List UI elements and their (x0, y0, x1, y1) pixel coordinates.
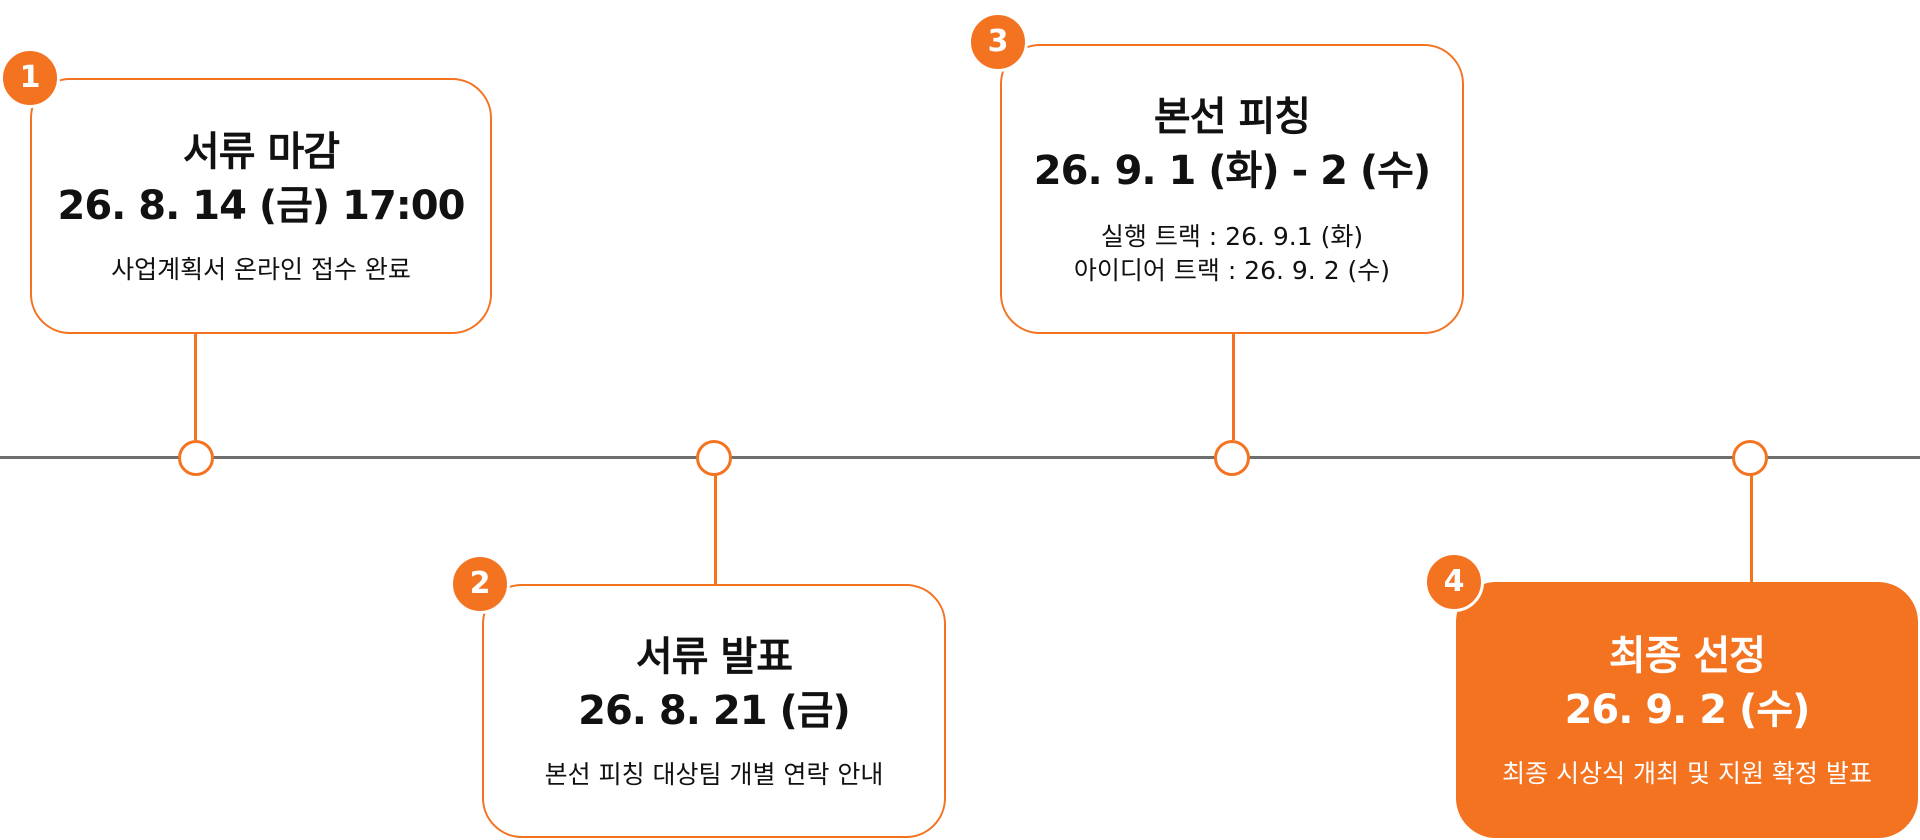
description-line: 최종 시상식 개최 및 지원 확정 발표 (1502, 759, 1872, 788)
milestone-title: 최종 선정 (1608, 633, 1766, 679)
milestone-description: 실행 트랙 : 26. 9.1 (화) 아이디어 트랙 : 26. 9. 2 (… (1002, 220, 1462, 288)
step-badge-3: 3 (968, 12, 1028, 72)
step-badge-4: 4 (1424, 552, 1484, 612)
milestone-card-2: 서류 발표 26. 8. 21 (금) 본선 피칭 대상팀 개별 연락 안내 (482, 584, 946, 838)
timeline-node-1 (178, 440, 214, 476)
description-line: 실행 트랙 : 26. 9.1 (화) (1100, 222, 1364, 251)
connector-1 (194, 332, 197, 440)
milestone-date: 26. 9. 1 (화) - 2 (수) (1033, 148, 1431, 194)
milestone-title: 본선 피칭 (1153, 94, 1311, 140)
description-line: 아이디어 트랙 : 26. 9. 2 (수) (1073, 256, 1391, 285)
milestone-card-1: 서류 마감 26. 8. 14 (금) 17:00 사업계획서 온라인 접수 완… (30, 78, 492, 334)
connector-4 (1750, 474, 1753, 586)
milestone-date: 26. 8. 14 (금) 17:00 (57, 183, 466, 229)
milestone-card-4: 최종 선정 26. 9. 2 (수) 최종 시상식 개최 및 지원 확정 발표 (1456, 582, 1918, 838)
timeline-node-3 (1214, 440, 1250, 476)
milestone-date: 26. 8. 21 (금) (578, 688, 851, 734)
timeline-node-4 (1732, 440, 1768, 476)
step-badge-1: 1 (0, 48, 60, 108)
description-line: 사업계획서 온라인 접수 완료 (111, 255, 411, 284)
milestone-description: 본선 피칭 대상팀 개별 연락 안내 (484, 758, 944, 792)
milestone-title: 서류 마감 (182, 129, 340, 175)
milestone-date: 26. 9. 2 (수) (1564, 687, 1811, 733)
step-badge-2: 2 (450, 554, 510, 614)
milestone-title: 서류 발표 (635, 634, 793, 680)
timeline-node-2 (696, 440, 732, 476)
milestone-description: 최종 시상식 개최 및 지원 확정 발표 (1458, 757, 1916, 791)
description-line: 본선 피칭 대상팀 개별 연락 안내 (544, 760, 884, 789)
connector-2 (714, 474, 717, 586)
milestone-card-3: 본선 피칭 26. 9. 1 (화) - 2 (수) 실행 트랙 : 26. 9… (1000, 44, 1464, 334)
timeline-axis (0, 456, 1920, 459)
milestone-description: 사업계획서 온라인 접수 완료 (32, 253, 490, 287)
connector-3 (1232, 332, 1235, 440)
